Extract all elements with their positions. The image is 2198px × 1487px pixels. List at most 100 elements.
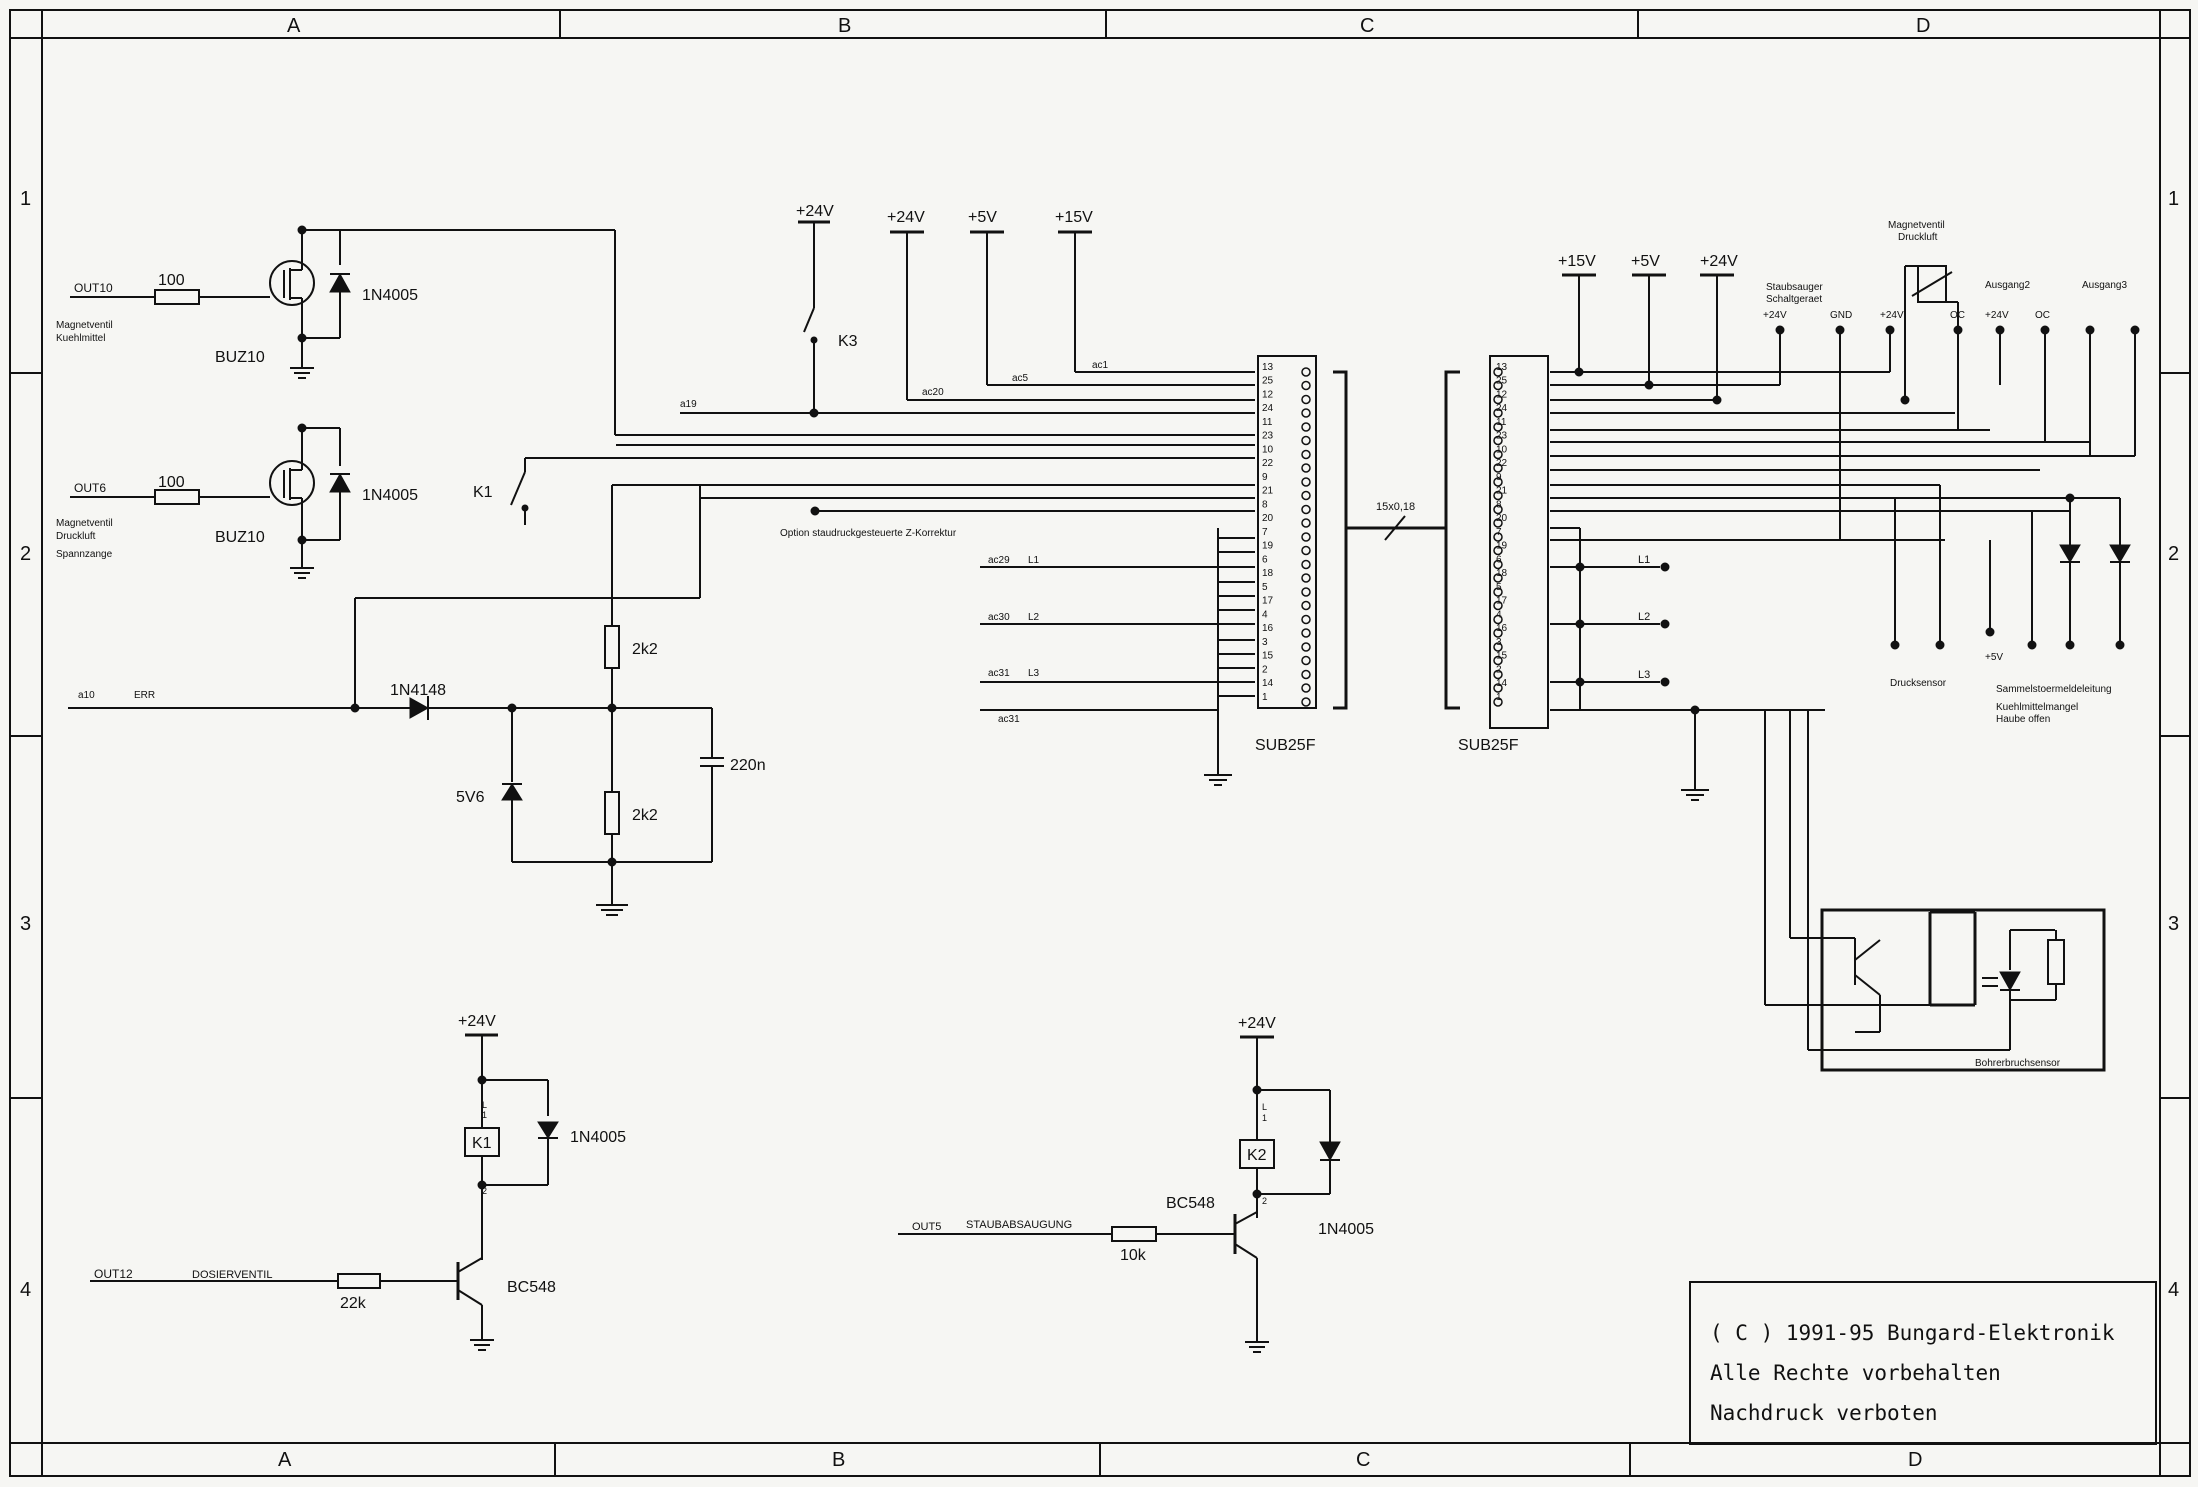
ausgang2-24v: +24V: [1985, 310, 2009, 321]
top-rails: [525, 220, 1255, 516]
l1-right-label: L1: [1638, 554, 1650, 566]
connector-pin: [1301, 449, 1311, 460]
connector-pin-number: 9: [1262, 472, 1268, 483]
row-label-2-right: 2: [2168, 543, 2179, 565]
labels-out10: OUT10 Magnetventil Kuehlmittel 100 1N400…: [56, 272, 418, 366]
connector-pin: [1301, 573, 1311, 583]
k1-contact-label: K1: [473, 484, 493, 501]
connector-pin: [1301, 518, 1311, 528]
connector-pin: [1301, 545, 1311, 556]
row-label-4: 4: [20, 1279, 31, 1301]
k1-1-label: 1: [482, 1110, 487, 1120]
rail-label-5v: +5V: [968, 209, 997, 226]
connector-pin: [1301, 408, 1311, 418]
connector-pin-number: 12: [1496, 390, 1508, 401]
bohrerbruchsensor: Bohrerbruchsensor: [1764, 710, 2106, 1072]
connector-pin: [1301, 669, 1311, 680]
rail-label-24v-k3: +24V: [796, 203, 834, 220]
connector-pin: [1493, 532, 1503, 542]
sammel-label-3: Haube offen: [1996, 714, 2050, 725]
bohrer-label: Bohrerbruchsensor: [1975, 1058, 2061, 1069]
connector-pin-number: 11: [1496, 417, 1507, 428]
connector-pin-number: 5: [1262, 582, 1268, 593]
k2-1-label: 1: [1262, 1113, 1267, 1123]
k2-l-label: L: [1262, 1102, 1267, 1112]
connector-pin-number: 20: [1262, 513, 1274, 524]
connector-pin-number: 16: [1262, 623, 1274, 634]
ac20-label: ac20: [922, 387, 944, 398]
ac31-label: ac31: [988, 668, 1010, 679]
connector-pin: [1301, 380, 1311, 391]
out6-desc-3: Spannzange: [56, 549, 113, 560]
ac1-label: ac1: [1092, 360, 1109, 371]
r2k2-bottom-label: 2k2: [632, 807, 658, 824]
a19-label: a19: [680, 399, 697, 410]
connector-sub25f-left: SUB25F 15x0,18 ac29 L1 ac30 L2 ac31 L3 a…: [980, 355, 1445, 786]
copyright-line-2: Alle Rechte vorbehalten: [1710, 1361, 2001, 1385]
row-label-3: 3: [20, 913, 31, 935]
connector-pin: [1493, 614, 1503, 625]
diode-label-out10: 1N4005: [362, 287, 418, 304]
connector-pin-number: 10: [1262, 445, 1274, 456]
ac5-label: ac5: [1012, 373, 1029, 384]
err-chain-labels: a10 ERR 1N4148 5V6 2k2 2k2 220n: [78, 641, 766, 824]
rail-label-24v-right: +24V: [1700, 253, 1738, 270]
l2-right-label: L2: [1638, 611, 1650, 623]
connector-pin: [1301, 683, 1311, 693]
copyright-line-3: Nachdruck verboten: [1710, 1401, 1938, 1425]
row-label-4-right: 4: [2168, 1279, 2179, 1301]
buz10-label-out6: BUZ10: [215, 529, 265, 546]
k3-label: K3: [838, 333, 858, 350]
r10k-label: 10k: [1120, 1247, 1147, 1264]
resistor-100-out6: [154, 489, 200, 505]
k1-diode-label: 1N4005: [570, 1129, 626, 1146]
ac30-label: ac30: [988, 612, 1010, 623]
connector-pin-number: 19: [1262, 541, 1274, 552]
connector-right-pins: 1325122411231022921820719618517416315214…: [1493, 362, 1508, 707]
connector-pin: [1493, 669, 1503, 680]
relay-k2-driver: +24V K2 L 1 2 1N4005 BC548 10k OUT5 STAU…: [898, 1015, 1374, 1353]
connector-pin: [1493, 642, 1503, 652]
connector-pin: [1493, 490, 1503, 501]
resistor-10k: [1111, 1226, 1157, 1242]
connector-pin: [1493, 408, 1503, 418]
c220n-label: 220n: [730, 757, 766, 774]
connector-pin-number: 14: [1496, 678, 1508, 689]
k1-2-label: 2: [482, 1186, 487, 1196]
magnetventil-label-2: Druckluft: [1898, 232, 1938, 243]
sub25f-right-label: SUB25F: [1458, 737, 1519, 754]
sammel-5v-label: +5V: [1985, 652, 2003, 663]
connector-pin: [1493, 477, 1503, 487]
k1-rail-label: +24V: [458, 1013, 496, 1030]
relay-k1-driver: +24V K1 L 1 2 1N4005 BC548 22k OUT12 DOS…: [90, 1013, 626, 1351]
out10-desc-1: Magnetventil: [56, 320, 113, 331]
connector-pin: [1493, 600, 1503, 611]
rail-label-15v-right: +15V: [1558, 253, 1596, 270]
frame-labels: A B C D A B C D 1 2 3 4 1 2 3 4: [20, 15, 2179, 1471]
connector-pin-number: 14: [1262, 678, 1274, 689]
staubsauger-gnd: GND: [1830, 310, 1852, 321]
connector-pin: [1301, 422, 1311, 432]
k2-coil-label: K2: [1247, 1147, 1267, 1164]
col-label-a: A: [287, 15, 301, 37]
connector-pin-number: 21: [1262, 486, 1274, 497]
col-label-c: C: [1360, 15, 1374, 37]
connector-pin: [1493, 435, 1503, 446]
connector-pin: [1301, 697, 1311, 707]
connector-pin: [1301, 559, 1311, 570]
connector-pin: [1493, 463, 1503, 473]
mosfet-stage-out10: [70, 225, 1255, 436]
option-label: Option staudruckgesteuerte Z-Korrektur: [780, 528, 957, 539]
connector-pin-number: 24: [1262, 403, 1274, 414]
connector-pin-number: 6: [1262, 555, 1268, 566]
out10-label: OUT10: [74, 281, 113, 295]
connector-pin: [1301, 587, 1311, 597]
connector-pin: [1301, 394, 1311, 405]
rail-label-24v: +24V: [887, 209, 925, 226]
connector-pin-number: 1: [1262, 692, 1268, 703]
connector-pin: [1301, 614, 1311, 625]
err-input-chain: [68, 485, 724, 916]
right-rail-labels: +15V +5V +24V: [1558, 253, 1738, 270]
resistor-2k2-top: [604, 625, 620, 669]
col-label-d: D: [1916, 15, 1930, 37]
